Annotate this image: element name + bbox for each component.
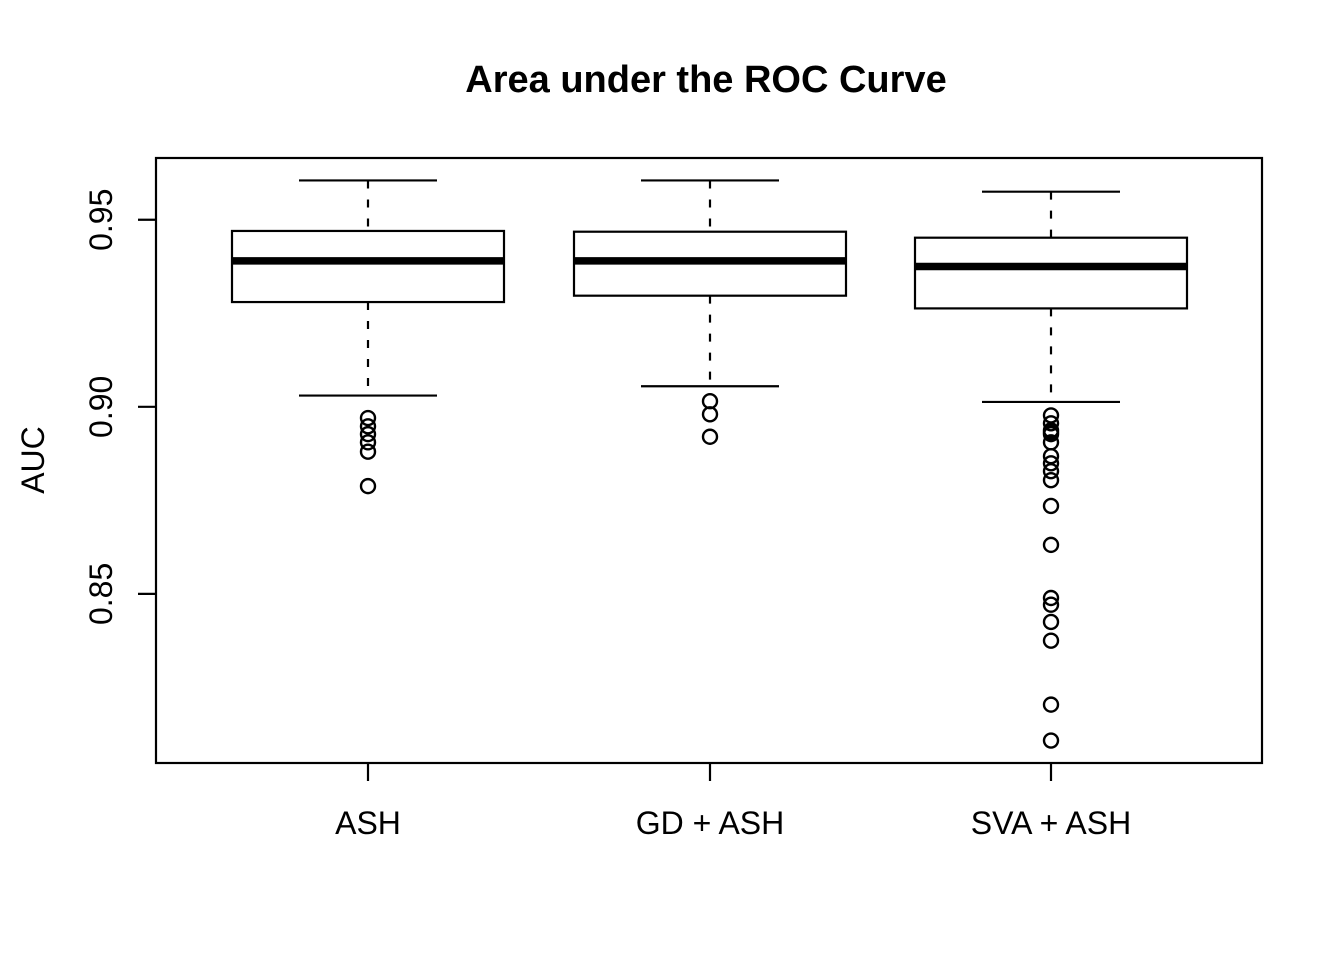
outlier-point — [1042, 613, 1060, 631]
outlier-point — [1042, 471, 1060, 489]
outlier-point — [1042, 696, 1060, 713]
outlier-point — [359, 477, 377, 495]
x-category-label: SVA + ASH — [971, 805, 1131, 841]
outlier-point — [701, 428, 719, 445]
outlier-point — [359, 443, 377, 460]
outlier-point — [1042, 732, 1060, 749]
outlier-point — [359, 425, 377, 443]
chart-title: Area under the ROC Curve — [465, 59, 946, 101]
outlier-point — [1042, 455, 1060, 472]
x-category-label: GD + ASH — [636, 805, 785, 841]
y-tick-label: 0.95 — [83, 189, 119, 251]
outlier-point — [1042, 596, 1060, 613]
iqr-box — [913, 236, 1189, 310]
y-tick-label: 0.85 — [83, 563, 119, 625]
y-axis-title: AUC — [15, 426, 51, 494]
x-category-label: ASH — [335, 805, 401, 841]
outlier-point — [359, 409, 377, 427]
outlier-point — [1042, 425, 1060, 443]
outlier-point — [701, 406, 719, 423]
outlier-point — [1042, 589, 1060, 607]
outlier-point — [359, 434, 377, 451]
outlier-point — [1042, 632, 1060, 649]
y-tick-label: 0.90 — [83, 376, 119, 438]
outlier-point — [1042, 497, 1060, 515]
outlier-point — [359, 418, 377, 435]
outlier-point — [1042, 536, 1060, 554]
outlier-point — [1042, 462, 1060, 480]
outlier-point — [1042, 415, 1060, 432]
iqr-box — [230, 229, 506, 304]
